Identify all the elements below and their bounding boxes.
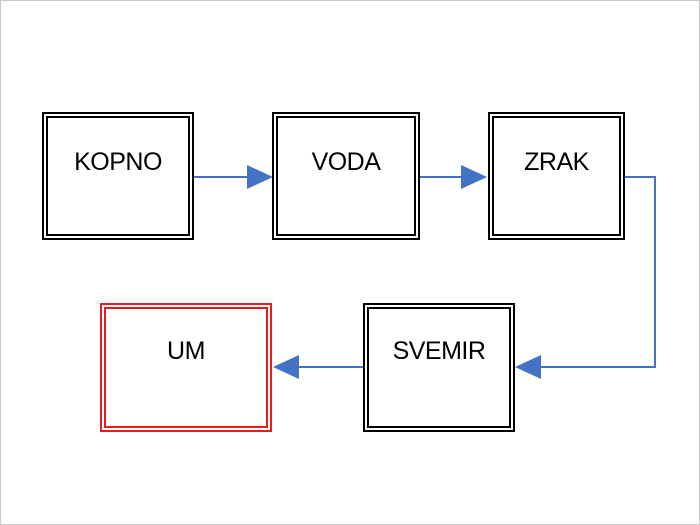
- arrowhead-kopno-to-voda: [247, 165, 273, 189]
- node-voda: VODA: [272, 112, 420, 240]
- arrowhead-svemir-to-um: [273, 355, 299, 379]
- node-label: VODA: [311, 148, 381, 176]
- node-label: KOPNO: [74, 148, 162, 176]
- node-label: SVEMIR: [392, 337, 486, 365]
- node-label: UM: [167, 337, 205, 365]
- arrowhead-voda-to-zrak: [461, 165, 487, 189]
- node-um: UM: [100, 303, 272, 432]
- node-zrak: ZRAK: [488, 112, 625, 240]
- node-label: ZRAK: [524, 148, 589, 176]
- node-svemir: SVEMIR: [363, 303, 515, 432]
- node-kopno: KOPNO: [42, 112, 194, 240]
- arrow-zrak-to-svemir: [541, 176, 656, 368]
- arrowhead-zrak-to-svemir: [515, 355, 541, 379]
